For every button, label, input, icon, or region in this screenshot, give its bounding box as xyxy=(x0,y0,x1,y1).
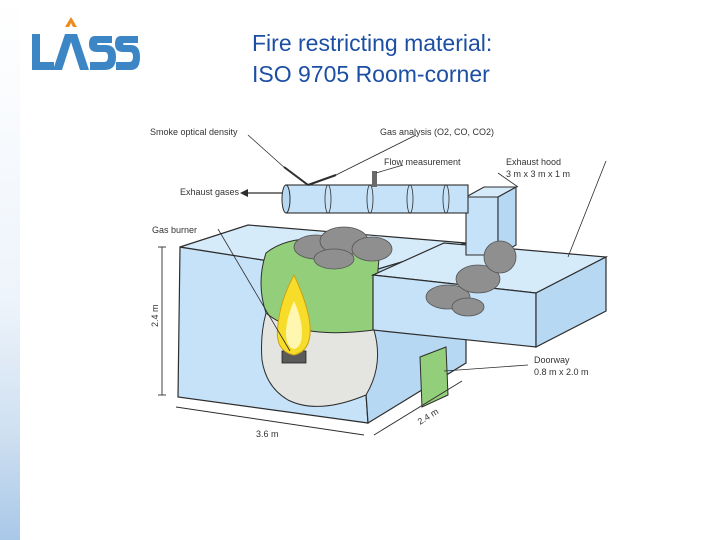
label-height: 2.4 m xyxy=(150,304,160,327)
label-doorway-size: 0.8 m x 2.0 m xyxy=(534,367,589,377)
gas-probe xyxy=(307,174,337,186)
leader-lines xyxy=(217,134,607,372)
flame-inner-icon xyxy=(286,301,302,349)
slide-title: Fire restricting material: ISO 9705 Room… xyxy=(252,28,692,90)
doorway xyxy=(419,346,449,408)
flow-probe xyxy=(372,171,377,187)
exhaust-hood-side xyxy=(535,256,607,348)
title-line-1: Fire restricting material: xyxy=(252,30,493,56)
label-doorway: Doorway xyxy=(534,355,570,365)
exhaust-duct xyxy=(285,184,469,214)
label-exhaust-hood: Exhaust hood xyxy=(506,157,561,167)
label-exhaust-gases: Exhaust gases xyxy=(180,187,240,197)
label-exhaust-hood-size: 3 m x 3 m x 1 m xyxy=(506,169,570,179)
room-corner-test-diagram: Smoke optical density Gas analysis (O2, … xyxy=(148,125,610,475)
left-gradient-band xyxy=(0,0,20,540)
dimension-lines xyxy=(158,246,463,436)
label-flow-measurement: Flow measurement xyxy=(384,157,461,167)
label-width: 3.6 m xyxy=(256,429,279,439)
smoke-cloud-room xyxy=(293,226,393,270)
smoke-cloud-hood xyxy=(425,240,517,317)
title-line-2: ISO 9705 Room-corner xyxy=(252,61,490,87)
label-gas-analysis: Gas analysis (O2, CO, CO2) xyxy=(380,127,494,137)
logo-chevron-icon xyxy=(65,17,77,27)
duct-segments xyxy=(324,184,450,214)
label-depth: 2.4 m xyxy=(416,406,440,426)
lass-logo xyxy=(20,8,140,78)
exhaust-arrow-head-icon xyxy=(240,189,248,197)
optical-probe xyxy=(283,166,309,186)
label-gas-burner: Gas burner xyxy=(152,225,197,235)
hood-stack-top xyxy=(463,186,519,198)
label-smoke-optical-density: Smoke optical density xyxy=(150,127,238,137)
